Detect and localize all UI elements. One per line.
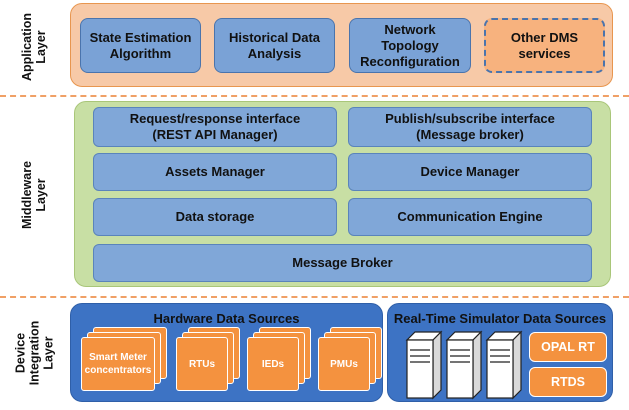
communication-engine-box: Communication Engine — [348, 198, 592, 236]
rtds-box: RTDS — [529, 367, 607, 397]
simulator-data-sources-title: Real-Time Simulator Data Sources — [393, 311, 607, 326]
device-integration-layer-label: Device Integration Layer — [13, 320, 55, 385]
server-icon — [485, 330, 523, 400]
publish-subscribe-interface-box: Publish/subscribe interface (Message bro… — [348, 107, 592, 147]
server-icon — [445, 330, 483, 400]
opal-rt-box: OPAL RT — [529, 332, 607, 362]
server-icon — [405, 330, 443, 400]
smart-meter-concentrators-card: Smart Meter concentrators — [81, 337, 155, 391]
device-manager-box: Device Manager — [348, 153, 592, 191]
hardware-data-sources-title: Hardware Data Sources — [153, 311, 300, 326]
application-layer-label: Application Layer — [20, 12, 48, 82]
state-estimation-box: State Estimation Algorithm — [80, 18, 201, 73]
historical-data-analysis-box: Historical Data Analysis — [214, 18, 335, 73]
ieds-card: IEDs — [247, 337, 299, 391]
server-icons — [405, 330, 523, 400]
other-dms-services-box: Other DMS services — [484, 18, 605, 73]
request-response-interface-box: Request/response interface (REST API Man… — [93, 107, 337, 147]
separator-top — [0, 95, 629, 97]
separator-bottom — [0, 296, 629, 298]
pmus-card: PMUs — [318, 337, 370, 391]
rtus-card: RTUs — [176, 337, 228, 391]
middleware-layer-label: Middleware Layer — [20, 160, 49, 230]
data-storage-box: Data storage — [93, 198, 337, 236]
message-broker-box: Message Broker — [93, 244, 592, 282]
network-topology-box: Network Topology Reconfiguration — [349, 18, 471, 73]
assets-manager-box: Assets Manager — [93, 153, 337, 191]
